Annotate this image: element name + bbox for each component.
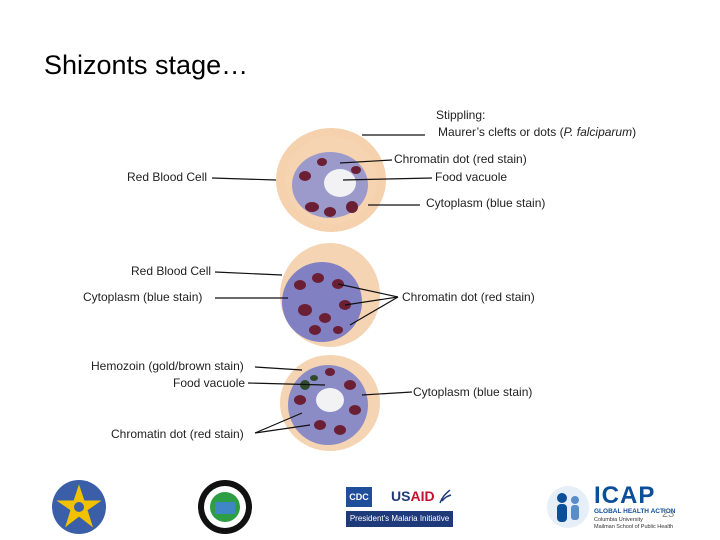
- label-chromatin-dot-3: Chromatin dot (red stain): [111, 427, 244, 441]
- label-maurers-suffix: ): [632, 125, 637, 139]
- usaid-logo: USAID: [391, 488, 435, 504]
- label-hemozoin: Hemozoin (gold/brown stain): [91, 359, 244, 373]
- icap-school-name: Mailman School of Public Health: [594, 524, 674, 530]
- label-cytoplasm-1: Cytoplasm (blue stain): [426, 196, 546, 210]
- pmi-banner: President's Malaria Initiative: [346, 511, 453, 527]
- label-stippling: Stippling:: [436, 108, 486, 122]
- label-red-blood-cell-2: Red Blood Cell: [131, 264, 212, 278]
- slide-title: Shizonts stage…: [44, 50, 249, 80]
- label-maurers-species: P. falciparum: [563, 125, 633, 139]
- label-food-vacuole-2: Food vacuole: [173, 376, 246, 390]
- ministry-health-logo: [198, 480, 252, 534]
- label-chromatin-dot-1: Chromatin dot (red stain): [394, 152, 527, 166]
- schizont-diagram: [211, 128, 433, 451]
- label-red-blood-cell-1: Red Blood Cell: [127, 170, 208, 184]
- usaid-aid: AID: [410, 488, 435, 504]
- label-chromatin-dot-2: Chromatin dot (red stain): [402, 290, 535, 304]
- icap-tagline: GLOBAL HEALTH ACTION: [594, 508, 676, 515]
- red-blood-cell-1: [276, 128, 386, 232]
- label-cytoplasm-2: Cytoplasm (blue stain): [83, 290, 203, 304]
- label-maurers-clefts: Maurer’s clefts or dots (P. falciparum): [438, 125, 636, 139]
- page-number: 23: [662, 508, 675, 520]
- ethiopia-emblem-logo: [52, 480, 106, 534]
- hhs-eagle-icon: [439, 489, 452, 504]
- label-maurers-prefix: Maurer’s clefts or dots (: [438, 125, 564, 139]
- red-blood-cell-2: [280, 243, 380, 347]
- icap-univ-name: Columbia University: [594, 517, 643, 523]
- icap-people-icon: [547, 486, 589, 528]
- label-food-vacuole-1: Food vacuole: [435, 170, 508, 184]
- icap-logo: ICAP: [594, 482, 656, 509]
- usaid-us: US: [391, 488, 411, 504]
- label-cytoplasm-3: Cytoplasm (blue stain): [413, 385, 533, 399]
- leader-lines: [211, 134, 433, 434]
- cdc-logo: CDC: [346, 487, 372, 507]
